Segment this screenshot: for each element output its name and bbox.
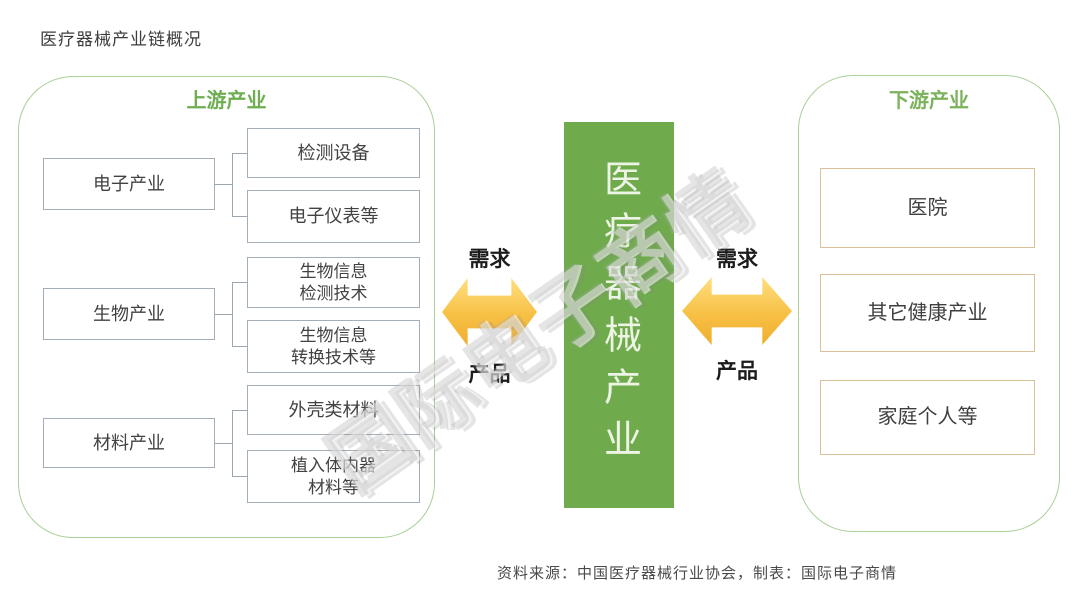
left-product-label: 产品 [468, 363, 511, 386]
center-industry-block: 医疗器械产业 [564, 122, 674, 508]
downstream-item-hospital: 医院 [820, 168, 1035, 248]
center-industry-label: 医疗器械产业 [597, 159, 640, 471]
connector-line [232, 476, 247, 477]
connector-line [232, 153, 233, 217]
downstream-header: 下游产业 [889, 90, 969, 112]
connector-line [215, 184, 232, 185]
page-title: 医疗器械产业链概况 [40, 30, 202, 49]
connector-line [232, 282, 247, 283]
upstream-child-testing-equipment: 检测设备 [247, 128, 420, 178]
connector-line [232, 282, 233, 347]
upstream-parent-materials: 材料产业 [43, 418, 215, 468]
upstream-child-bioinfo-detection: 生物信息 检测技术 [247, 257, 420, 308]
upstream-parent-biotech: 生物产业 [43, 288, 215, 340]
left-demand-label: 需求 [468, 248, 511, 271]
upstream-header: 上游产业 [186, 90, 267, 112]
connector-line [215, 314, 232, 315]
upstream-child-bioinfo-conversion: 生物信息 转换技术等 [247, 320, 420, 373]
connector-line [215, 443, 232, 444]
connector-line [232, 410, 247, 411]
right-double-arrow-icon [682, 277, 792, 345]
upstream-child-electronic-instruments: 电子仪表等 [247, 190, 420, 243]
downstream-panel [798, 75, 1060, 532]
upstream-child-shell-materials: 外壳类材料 [247, 385, 420, 435]
downstream-item-home-personal: 家庭个人等 [820, 380, 1035, 455]
connector-line [232, 216, 247, 217]
upstream-child-implant-materials: 植入体内器 材料等 [247, 450, 420, 503]
source-note: 资料来源：中国医疗器械行业协会，制表：国际电子商情 [497, 565, 898, 582]
right-demand-label: 需求 [716, 248, 758, 271]
upstream-panel [18, 76, 435, 538]
left-double-arrow-icon [442, 278, 537, 346]
connector-line [232, 410, 233, 477]
connector-line [232, 346, 247, 347]
connector-line [232, 153, 247, 154]
downstream-item-other-health: 其它健康产业 [820, 274, 1035, 352]
right-product-label: 产品 [716, 360, 758, 383]
upstream-parent-electronics: 电子产业 [43, 158, 215, 210]
